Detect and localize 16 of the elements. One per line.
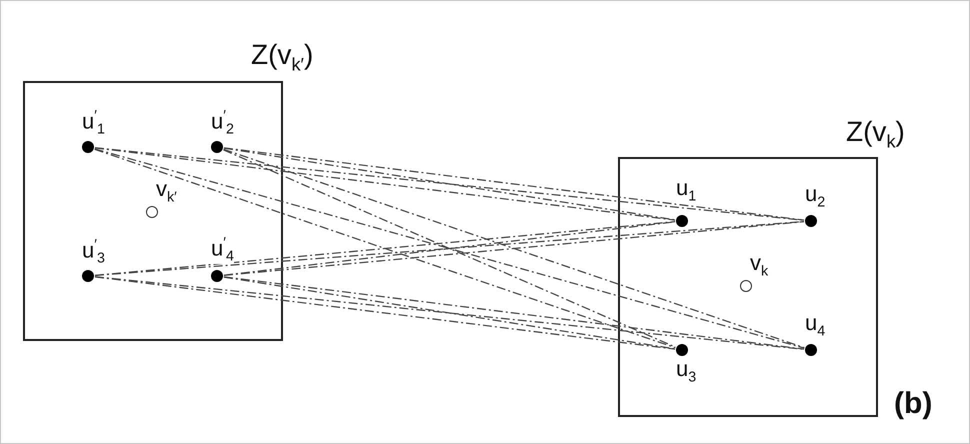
connecting-line xyxy=(94,147,676,221)
connecting-line xyxy=(224,221,676,276)
connecting-line xyxy=(94,276,676,350)
connecting-line xyxy=(224,147,804,221)
panel-label: (b) xyxy=(894,389,932,419)
connecting-line xyxy=(224,221,804,276)
connecting-line xyxy=(224,276,804,350)
region-title: Z(v$_{k′}$) xyxy=(251,41,314,74)
connecting-line xyxy=(94,148,676,348)
connecting-line xyxy=(94,148,804,349)
connecting-line xyxy=(224,276,676,350)
connecting-line xyxy=(223,148,805,348)
region-title: Z(v$_{k}$) xyxy=(846,118,905,151)
connecting-line xyxy=(223,149,676,348)
connecting-line xyxy=(94,221,676,276)
connecting-line xyxy=(224,148,676,220)
